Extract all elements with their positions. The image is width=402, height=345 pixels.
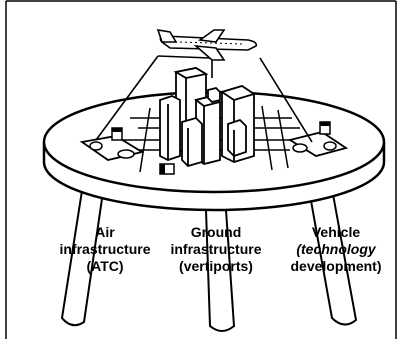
leg-label-line: infrastructure (59, 241, 151, 257)
vertiport-pad-icon (159, 163, 175, 175)
leg-label-air-infrastructure: Air infrastructure (ATC) (44, 224, 166, 275)
leg-label-line: Vehicle (311, 224, 361, 240)
frame-border (5, 0, 397, 339)
leg-label-line: (vertiports) (179, 258, 253, 274)
leg-label-line: Air (95, 224, 115, 240)
leg-label-vehicle: Vehicle (technology development) (278, 224, 394, 275)
stool-leg-center (204, 209, 236, 332)
aircraft-icon (156, 28, 258, 61)
leg-label-line: infrastructure (170, 241, 262, 257)
vertiport-pad-icon (287, 121, 349, 157)
leg-label-line: development) (290, 258, 382, 274)
leg-label-line: Ground (190, 224, 242, 240)
stool-leg-left (60, 176, 106, 327)
vertiport-pad-icon (79, 127, 145, 161)
leg-label-line: (technology (296, 241, 376, 257)
stool-leg-right (306, 176, 358, 326)
leg-label-line: (ATC) (86, 258, 124, 274)
city-buildings-icon (159, 67, 257, 168)
leg-label-ground-infrastructure: Ground infrastructure (vertiports) (156, 224, 276, 275)
